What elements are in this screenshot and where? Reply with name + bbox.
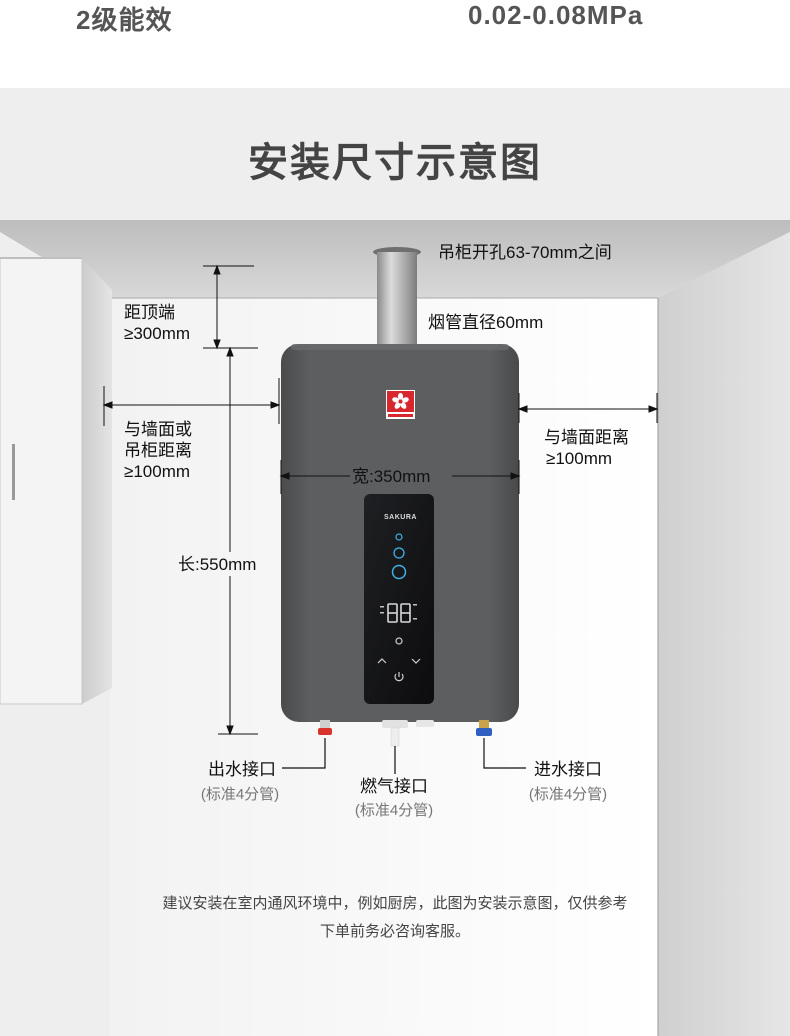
chevron-up-icon xyxy=(377,658,387,664)
touch-key-1 xyxy=(395,533,403,541)
water-in-label: 进水接口 (标准4分管) xyxy=(528,760,608,803)
right-wall xyxy=(658,232,790,1036)
digit-display xyxy=(387,603,411,623)
cabinet-hole-label: 吊柜开孔63-70mm之间 xyxy=(438,243,612,262)
water-out-label: 出水接口 (标准4分管) xyxy=(200,760,280,803)
touch-key-2 xyxy=(393,547,405,559)
power-indicator-icon xyxy=(395,637,403,645)
width-label: 宽:350mm xyxy=(352,467,431,486)
width-dimension xyxy=(279,460,521,494)
cabinet-side xyxy=(82,258,112,704)
installation-note-line2: 下单前务必咨询客服。 xyxy=(319,923,470,940)
cabinet-handle xyxy=(12,444,15,500)
left-clearance-dimension xyxy=(102,378,281,426)
length-label: 长:550mm xyxy=(178,555,257,574)
right-clearance-dimension xyxy=(517,393,659,423)
length-dimension xyxy=(218,346,258,736)
water-out-leader xyxy=(282,738,326,769)
left-clearance-label: 与墙面或 吊柜距离 ≥100mm xyxy=(124,420,192,481)
touch-key-3 xyxy=(391,564,407,580)
water-in-connector xyxy=(479,720,489,732)
power-button-icon xyxy=(394,672,404,682)
chevron-down-icon xyxy=(411,658,421,664)
diagram-title: 安装尺寸示意图 xyxy=(248,141,542,185)
water-out-connector xyxy=(320,720,330,732)
right-clearance-label: 与墙面距离 ≥100mm xyxy=(544,428,629,468)
control-panel xyxy=(364,494,434,704)
energy-level-text: 2级能效 xyxy=(76,5,173,35)
brand-text: SAKURA xyxy=(384,514,417,521)
water-in-leader xyxy=(483,738,526,769)
pressure-range-text: 0.02-0.08MPa xyxy=(468,0,644,30)
top-clearance-label: 距顶端 ≥300mm xyxy=(124,303,191,343)
gas-connector xyxy=(382,720,408,728)
flue-diameter-label: 烟管直径60mm xyxy=(428,313,544,332)
flue-pipe xyxy=(377,252,417,348)
spec-band xyxy=(0,0,790,88)
sakura-logo-icon xyxy=(387,391,414,417)
gas-label: 燃气接口 (标准4分管) xyxy=(354,777,434,819)
installation-note-line1: 建议安装在室内通风环境中，例如厨房，此图为安装示意图，仅供参考 xyxy=(162,895,628,912)
